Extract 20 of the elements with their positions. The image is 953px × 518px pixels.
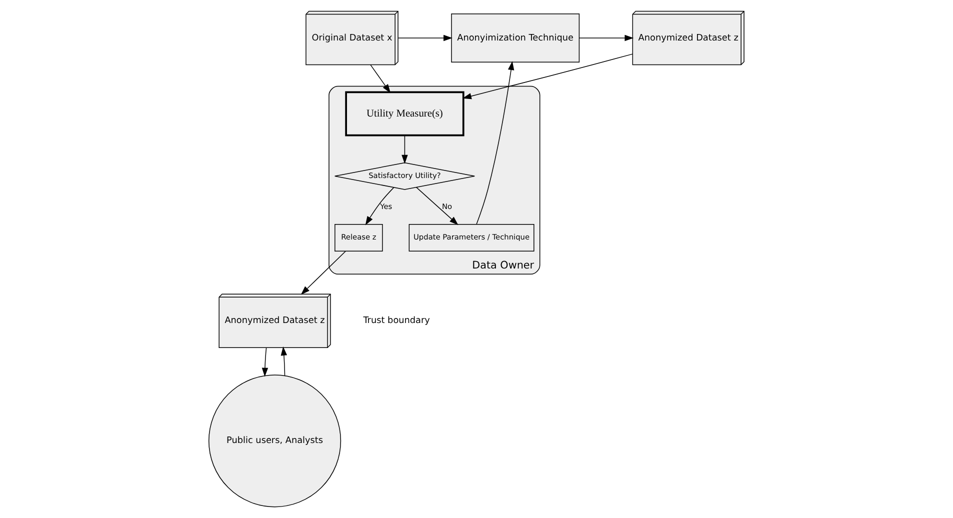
edge-label: Yes — [380, 202, 392, 211]
arrow — [370, 64, 391, 94]
edge-label: No — [442, 202, 452, 211]
arrow — [280, 346, 288, 376]
node-diamond: Satisfactory Utility? — [334, 162, 475, 190]
arrow — [300, 250, 346, 295]
arrow — [416, 186, 458, 226]
arrow — [578, 34, 634, 42]
arrow — [365, 187, 394, 226]
node-circle: Public users, Analysts — [208, 374, 342, 508]
arrow — [476, 61, 514, 225]
node-box: Anonyimization Technique — [451, 14, 580, 62]
node-box: Update Parameters / Technique — [408, 224, 534, 252]
label: Trust boundary — [363, 316, 430, 326]
arrow — [462, 54, 633, 100]
arrow — [398, 34, 452, 42]
arrow — [262, 347, 268, 377]
arrow — [402, 135, 408, 164]
node-box: Utility Measure(s) — [345, 91, 464, 136]
node-box: Release z — [334, 224, 383, 252]
